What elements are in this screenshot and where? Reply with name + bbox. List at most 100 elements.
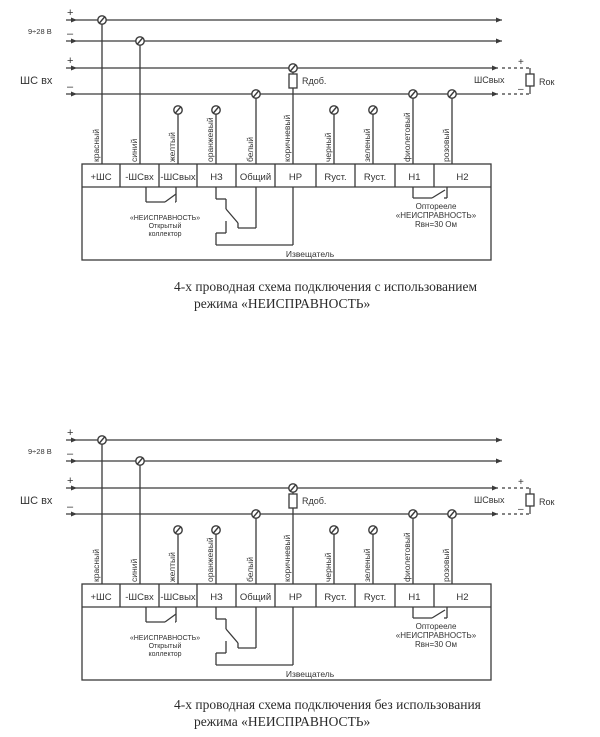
minus-sign: –	[67, 81, 74, 93]
screw-slot	[98, 16, 106, 24]
optorelay-label: «НЕИСПРАВНОСТЬ»	[396, 211, 477, 220]
loop-in-label: ШС вх	[20, 75, 53, 87]
terminal-label: НЗ	[210, 172, 223, 183]
terminal-label: -ШСвх	[125, 592, 154, 603]
wire-color-label: белый	[245, 557, 255, 582]
optorelay-label: Rвн=30 Ом	[415, 220, 457, 229]
wire-color-label: синий	[129, 139, 139, 162]
optorelay-label: Rвн=30 Ом	[415, 640, 457, 649]
optorelay-label: Опторееле	[416, 622, 457, 631]
fault-output-label: коллектор	[149, 231, 182, 238]
wire-color-label: коричневый	[282, 115, 292, 162]
wire-color-label: белый	[245, 137, 255, 162]
wire-color-label: оранжевый	[205, 117, 215, 162]
minus-sign: –	[518, 504, 524, 515]
wire-color-label: зеленый	[362, 548, 372, 582]
optorelay-label: Опторееле	[416, 202, 457, 211]
wire-color-label: черный	[323, 552, 333, 582]
terminal-label: Общий	[240, 172, 271, 183]
terminal-label: -ШСвых	[160, 172, 196, 183]
wire-color-label: желтый	[167, 132, 177, 162]
terminal-label: НР	[289, 592, 302, 603]
screw-slot	[369, 106, 377, 114]
terminal-label: +ШС	[90, 172, 111, 183]
optorelay-label: «НЕИСПРАВНОСТЬ»	[396, 631, 477, 640]
screw-slot	[409, 90, 417, 98]
diagram-caption: 4-х проводная схема подключения с исполь…	[174, 278, 477, 312]
loop-in-label: ШС вх	[20, 495, 53, 507]
caption-line-2: режима «НЕИСПРАВНОСТЬ»	[194, 296, 371, 311]
screw-slot	[448, 510, 456, 518]
caption-line-1: 4-х проводная схема подключения без испо…	[174, 697, 481, 712]
terminal-label: -ШСвх	[125, 172, 154, 183]
screw-slot	[289, 484, 297, 492]
caption-line-2: режима «НЕИСПРАВНОСТЬ»	[194, 714, 371, 729]
terminal-label: Н2	[456, 172, 468, 183]
wire-color-label: розовый	[441, 548, 451, 582]
screw-slot	[252, 510, 260, 518]
screw-slot	[330, 106, 338, 114]
power-voltage-label: 9÷28 В	[28, 27, 52, 36]
minus-sign: –	[518, 84, 524, 95]
screw-slot	[174, 106, 182, 114]
loop-out-label: ШСвых	[474, 495, 505, 505]
plus-sign: +	[67, 55, 73, 67]
relay-contact	[225, 628, 239, 644]
plus-sign: +	[67, 7, 73, 19]
screw-slot	[369, 526, 377, 534]
plus-sign: +	[67, 475, 73, 487]
wire-color-label: коричневый	[282, 535, 292, 582]
fault-output-label: Открытый	[149, 222, 182, 230]
fault-output-label: Открытый	[149, 642, 182, 650]
switch-contact	[164, 193, 177, 203]
terminal-label: Н1	[408, 592, 420, 603]
detector-label: Извещатель	[286, 249, 335, 259]
switch-contact	[164, 613, 177, 623]
wire-color-label: зеленый	[362, 128, 372, 162]
screw-slot	[212, 106, 220, 114]
detector-body	[81, 583, 492, 681]
wire-color-label: оранжевый	[205, 537, 215, 582]
fault-output-label: «НЕИСПРАВНОСТЬ»	[130, 635, 200, 642]
wire-color-label: черный	[323, 132, 333, 162]
screw-slot	[136, 37, 144, 45]
relay-contact	[225, 208, 239, 224]
detector-label: Извещатель	[286, 669, 335, 679]
terminal-label: Н1	[408, 172, 420, 183]
screw-slot	[330, 526, 338, 534]
screw-slot	[409, 510, 417, 518]
fault-output-label: коллектор	[149, 651, 182, 658]
caption-line-1: 4-х проводная схема подключения с исполь…	[174, 279, 478, 294]
arrow-head-icon	[496, 458, 502, 464]
arrow-head-icon	[492, 511, 498, 517]
terminal-label: Rуст.	[364, 172, 386, 183]
arrow-head-icon	[492, 485, 498, 491]
end-of-line-resistor-icon	[525, 73, 535, 87]
screw-slot	[448, 90, 456, 98]
terminal-label: Rуст.	[324, 592, 346, 603]
terminal-label: +ШС	[90, 592, 111, 603]
arrow-head-icon	[492, 91, 498, 97]
wire-color-label: синий	[129, 559, 139, 582]
screw-slot	[174, 526, 182, 534]
terminal-label: НЗ	[210, 592, 223, 603]
screw-slot	[212, 526, 220, 534]
arrow-head-icon	[496, 17, 502, 23]
terminal-label: Rуст.	[364, 592, 386, 603]
plus-sign: +	[67, 427, 73, 439]
plus-sign: +	[518, 477, 524, 488]
screw-slot	[252, 90, 260, 98]
additional-resistor-label: Rдоб.	[302, 496, 326, 506]
end-resistor-label: Rок	[539, 497, 555, 507]
fault-output-label: «НЕИСПРАВНОСТЬ»	[130, 215, 200, 222]
terminal-label: НР	[289, 172, 302, 183]
wire-color-label: желтый	[167, 552, 177, 582]
wire-color-label: фиолетовый	[402, 532, 412, 582]
screw-slot	[289, 64, 297, 72]
terminal-label: -ШСвых	[160, 592, 196, 603]
minus-sign: –	[67, 501, 74, 513]
